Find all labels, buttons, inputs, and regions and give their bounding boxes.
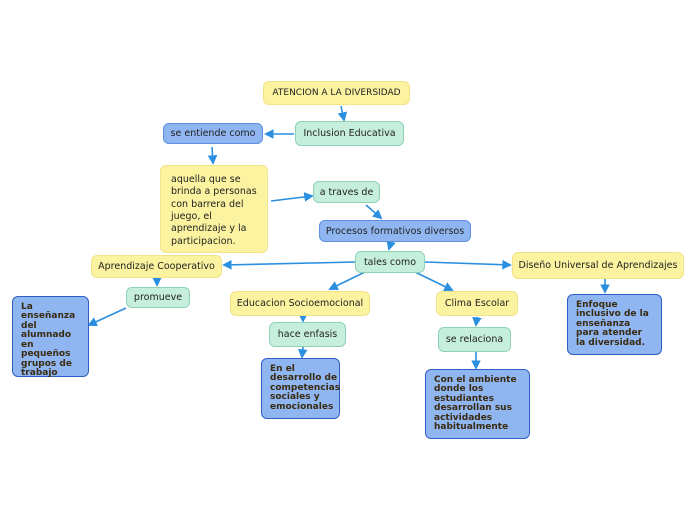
socioemocional-node[interactable]: Educacion Socioemocional — [230, 291, 370, 316]
procesos-node[interactable]: Procesos formativos diversos — [319, 220, 471, 242]
hace-enfasis-node[interactable]: hace enfasis — [269, 322, 346, 347]
edge-tales-cooperativo — [222, 260, 357, 270]
competencias-node[interactable]: En el desarrollo de competencias sociale… — [261, 358, 340, 419]
edge-definicion-atraves — [270, 192, 314, 202]
ambiente-node[interactable]: Con el ambiente donde los estudiantes de… — [425, 369, 530, 439]
se-relaciona-node[interactable]: se relaciona — [438, 327, 511, 352]
edge-tales-dua — [424, 259, 512, 270]
edge-seentiende-definicion — [207, 146, 218, 165]
ensenanza-node[interactable]: La enseñanza del alumnado en pequeños gr… — [12, 296, 89, 378]
definicion-node[interactable]: aquella que se brinda a personas con bar… — [160, 165, 268, 253]
tales-como-node[interactable]: tales como — [355, 251, 425, 273]
edge-tales-socioemocional — [328, 271, 366, 290]
edge-tales-clima — [414, 271, 454, 291]
cooperativo-node[interactable]: Aprendizaje Cooperativo — [91, 255, 222, 278]
edge-procesos-tales — [386, 240, 396, 251]
se-entiende-node[interactable]: se entiende como — [163, 123, 263, 144]
edge-title-inclusion — [337, 105, 348, 122]
main-topic-node[interactable]: ATENCION A LA DIVERSIDAD — [263, 81, 410, 105]
edge-clima-relaciona — [472, 316, 482, 327]
inclusion-node[interactable]: Inclusion Educativa — [295, 121, 404, 146]
a-traves-node[interactable]: a traves de — [313, 181, 380, 203]
edge-hace-competencias — [297, 346, 308, 359]
dua-node[interactable]: Diseño Universal de Aprendizajes — [512, 252, 684, 279]
promueve-node[interactable]: promueve — [126, 287, 190, 308]
enfoque-node[interactable]: Enfoque inclusivo de la enseñanza para a… — [567, 294, 662, 355]
edge-atraves-procesos — [365, 204, 383, 220]
edge-promueve-ensenanza — [87, 307, 127, 327]
clima-node[interactable]: Clima Escolar — [436, 291, 518, 316]
